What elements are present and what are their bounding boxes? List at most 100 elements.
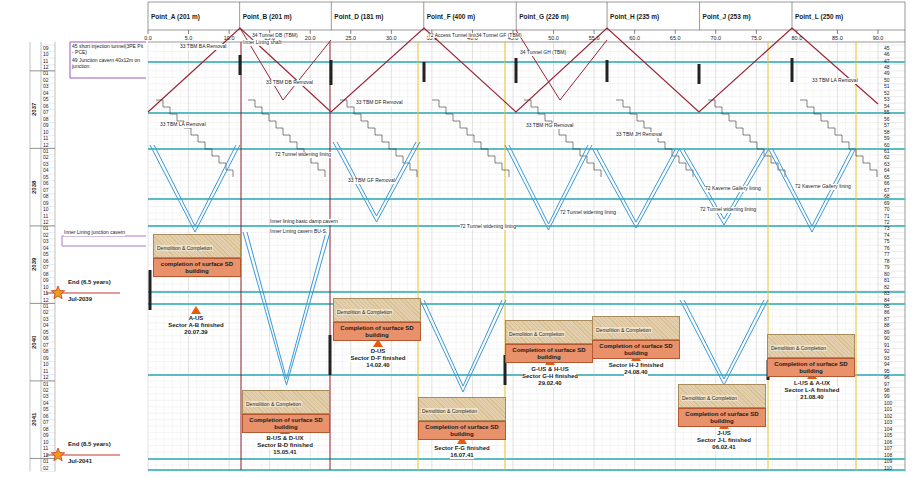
scale-number: 60.0 [629, 35, 640, 41]
grid-line [878, 180, 905, 181]
activity-label: 34 Tunnel DB (TBM) [252, 33, 298, 39]
grid-line [878, 45, 905, 46]
header-separator [607, 2, 608, 30]
milestone-band [148, 112, 905, 114]
milestone-band [148, 198, 905, 200]
month-number: 08 [43, 194, 49, 200]
grid-line [878, 122, 905, 123]
activity-label: 33 TBM LA Removal [812, 78, 858, 84]
activity-label: 34 Tunnel GF (TBM) [476, 33, 522, 39]
month-number: 06 [43, 181, 49, 187]
row-number: 57 [884, 123, 890, 129]
month-number: 01 [43, 149, 49, 155]
activity-label: Inner lining basic damp cavern [270, 219, 338, 225]
row-number: 85 [884, 304, 890, 310]
month-number: 02 [43, 388, 49, 394]
milestone-label: Sector A-B finished [168, 322, 223, 329]
box-text: Completion of surface SD building [245, 417, 327, 430]
row-number: 101 [884, 407, 892, 413]
row-number: 104 [884, 427, 892, 433]
widening-lining [243, 232, 330, 385]
scale-number: 75.0 [751, 35, 762, 41]
row-number: 92 [884, 349, 890, 355]
milestone-label: D-US [371, 348, 386, 355]
month-number: 01 [43, 71, 49, 77]
row-number: 66 [884, 181, 890, 187]
activity-label: 72 Tunnel widening lining [275, 152, 331, 158]
month-number: 02 [43, 78, 49, 84]
activity-label: 34 Tunnel GH (TBM) [520, 50, 566, 56]
grid-line [878, 109, 905, 110]
month-number: 10 [43, 207, 49, 213]
month-number: 11 [43, 369, 48, 375]
grid-line [878, 90, 905, 91]
grid-line [878, 271, 905, 272]
year-line [30, 458, 55, 459]
scale-tick [877, 30, 878, 34]
scale-tick [350, 30, 351, 34]
grid-line [512, 42, 513, 471]
row-number: 75 [884, 239, 890, 245]
shaft-bar [330, 60, 333, 85]
month-number: 04 [43, 401, 49, 407]
row-number: 102 [884, 414, 892, 420]
grid-line [845, 42, 846, 471]
row-number: 70 [884, 207, 890, 213]
end-label: End (8.5 years) [68, 441, 111, 448]
box-text: Demolition & Completion [421, 408, 478, 414]
activity-label: 33 TBM BA Removal [180, 44, 226, 50]
end-label: Jul-2041 [68, 458, 92, 465]
month-number: 11 [43, 59, 48, 65]
grid-line [148, 42, 149, 471]
grid-line [878, 251, 905, 252]
grid-line [399, 42, 400, 471]
header-separator [148, 2, 149, 30]
month-number: 01 [43, 382, 49, 388]
grid-line [878, 64, 905, 65]
month-number: 06 [43, 414, 49, 420]
milestone-label: 06.02.41 [712, 444, 735, 451]
row-number: 47 [884, 59, 890, 65]
scale-number: 30.0 [386, 35, 397, 41]
widening-lining [772, 148, 852, 226]
box-text: Demolition & Completion [595, 327, 652, 333]
grid-line [878, 296, 905, 297]
month-number: 11 [43, 136, 48, 142]
shaft-bar [149, 270, 152, 310]
month-number: 10 [43, 285, 49, 291]
column-line [30, 42, 31, 471]
row-number: 49 [884, 71, 890, 77]
milestone-band [148, 148, 905, 150]
month-number: 05 [43, 407, 49, 413]
scale-number: 0.0 [144, 35, 152, 41]
month-number: 02 [43, 233, 49, 239]
grid-line [878, 116, 905, 117]
grid-line [878, 309, 905, 310]
activity-staircase [708, 100, 785, 177]
row-number: 46 [884, 52, 890, 58]
month-number: 03 [43, 162, 49, 168]
year-label: 2041 [32, 413, 39, 426]
injection-bracket [70, 42, 146, 78]
grid-line [391, 42, 392, 471]
end-star [51, 448, 64, 461]
milestone-label: Sector J-L finished [697, 437, 751, 444]
row-number: 72 [884, 220, 890, 226]
row-number: 83 [884, 291, 890, 297]
grid-line [407, 42, 408, 471]
grid-line [861, 42, 862, 471]
row-number: 69 [884, 201, 890, 207]
milestone-label: B-US & D-UX [267, 435, 304, 442]
row-number: 79 [884, 265, 890, 271]
row-number: 80 [884, 272, 890, 278]
activity-label: 72 Kaverne Gallery lining [705, 186, 761, 192]
milestone-label: 20.07.39 [184, 329, 207, 336]
row-number: 99 [884, 394, 890, 400]
box-text: completion of surface SD building [156, 261, 238, 274]
grid-line [41, 471, 55, 472]
year-line [30, 225, 55, 226]
grid-line [878, 212, 905, 213]
activity-label: 72 Access Tunnel lining [428, 33, 480, 39]
grid-line [545, 42, 546, 471]
milestone-label: 24.08.40 [624, 369, 647, 376]
